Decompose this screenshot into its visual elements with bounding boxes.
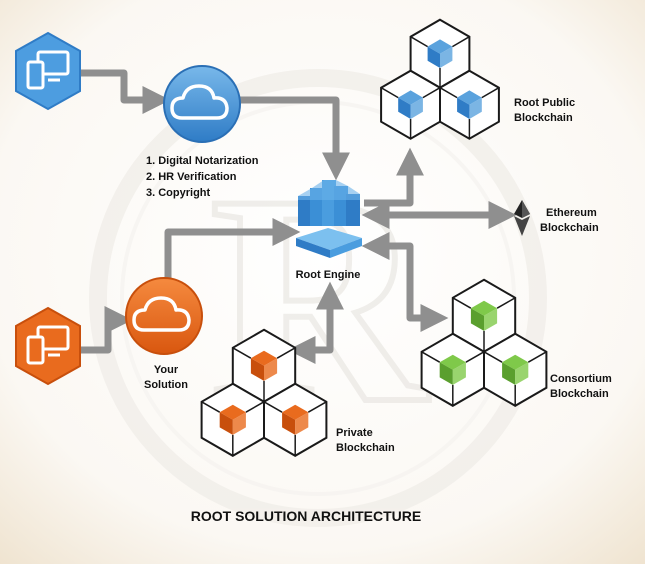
private-label-line2: Blockchain	[336, 442, 395, 454]
private-blockchain-cluster	[200, 328, 328, 457]
consortium-label-line2: Blockchain	[550, 388, 609, 400]
solution-label-line2: Solution	[144, 379, 188, 391]
arrow-cloud-to-engine	[240, 96, 350, 181]
arrow-private-engine	[287, 281, 344, 364]
cube-icon	[263, 382, 328, 457]
consortium-blockchain-cluster	[420, 278, 548, 407]
cube-icon	[451, 278, 517, 353]
cloud-list-item-1: 1. Digital Notarization	[146, 155, 259, 167]
solution-label-line1: Your	[154, 364, 179, 376]
public-label-line2: Blockchain	[514, 112, 573, 124]
ethereum-label-line1: Ethereum	[546, 207, 597, 219]
arrow-device-to-solution	[80, 306, 133, 354]
cube-icon	[420, 332, 485, 407]
arrow-solution-to-engine	[164, 218, 301, 286]
engine-label: Root Engine	[296, 269, 361, 281]
cloud-services-list: 1. Digital Notarization 2. HR Verificati…	[146, 155, 259, 199]
diagram-title: ROOT SOLUTION ARCHITECTURE	[191, 508, 421, 524]
cube-icon	[380, 69, 441, 140]
public-label-line1: Root Public	[514, 97, 575, 109]
devices-icon-orange	[15, 306, 81, 386]
connectors	[78, 69, 517, 364]
ethereum-label-line2: Blockchain	[540, 222, 599, 234]
ethereum-icon	[514, 200, 530, 236]
cloud-icon-blue	[163, 65, 241, 143]
cube-icon	[439, 69, 500, 140]
private-label-line1: Private	[336, 427, 373, 439]
arrow-engine-consortium	[361, 232, 449, 332]
cube-icon	[409, 18, 471, 89]
cube-icon	[483, 332, 548, 407]
root-engine-icon	[296, 180, 362, 258]
cube-icon	[231, 328, 297, 403]
cloud-list-item-3: 3. Copyright	[146, 187, 211, 199]
devices-icon-blue	[15, 31, 81, 111]
arrow-device-to-cloud	[78, 69, 171, 114]
public-blockchain-cluster	[380, 18, 500, 140]
consortium-label-line1: Consortium	[550, 373, 612, 385]
cloud-icon-orange	[125, 277, 203, 355]
cloud-list-item-2: 2. HR Verification	[146, 171, 237, 183]
